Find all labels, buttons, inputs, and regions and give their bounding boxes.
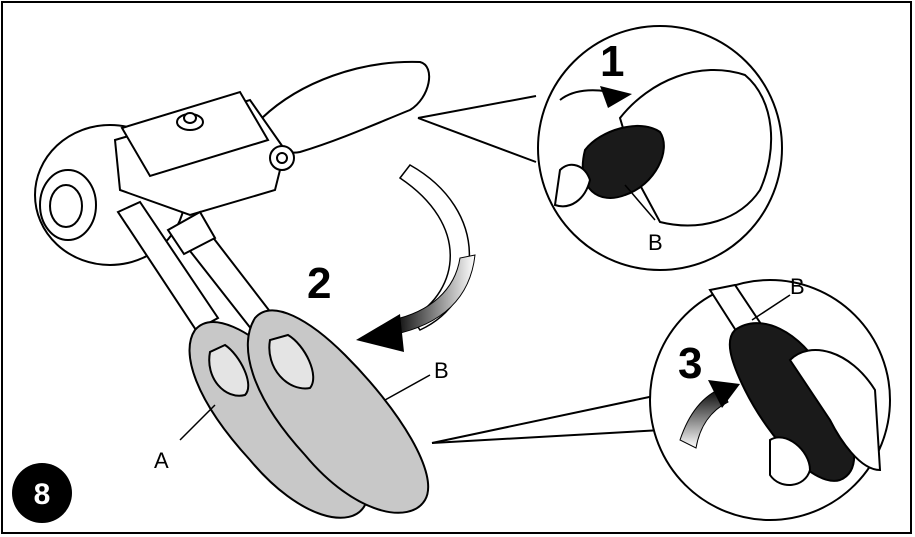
leader-a	[179, 404, 216, 441]
callout-line-top-1	[417, 95, 537, 119]
step-2-label: 2	[307, 259, 331, 308]
leader-detail-top-b	[624, 184, 656, 221]
detail-top-hand	[618, 68, 773, 227]
quick-release-plate	[120, 90, 270, 178]
figure-number: 8	[34, 478, 51, 511]
grip-a-recess	[208, 343, 250, 397]
label-detail-top-b: B	[648, 230, 663, 255]
rotate-arrow-2-head	[356, 314, 404, 352]
leader-b	[384, 374, 431, 401]
label-a: A	[154, 448, 169, 473]
detail-bottom-grip	[728, 322, 856, 482]
handle-b-collar	[166, 210, 217, 256]
label-detail-bottom-b: B	[790, 274, 805, 299]
label-leaders	[179, 184, 791, 441]
plate-lock-hole	[276, 152, 288, 164]
plate-screw-inner	[183, 112, 197, 124]
detail-top-fingers	[553, 163, 592, 208]
callout-line-top-2	[417, 117, 537, 163]
handles	[116, 200, 430, 519]
detail-bottom-thumb	[788, 349, 882, 472]
tripod-head	[34, 60, 430, 266]
step-1-arrowhead	[600, 86, 632, 108]
step-1-label: 1	[600, 37, 624, 86]
rotate-arrow-3	[679, 380, 740, 449]
detail-top-grip	[581, 124, 665, 199]
handle-a-shaft	[116, 200, 220, 332]
leader-detail-bottom-b	[751, 294, 791, 321]
grip-b-recess	[268, 333, 315, 390]
step-3-label: 3	[678, 339, 702, 388]
hand-outline	[260, 60, 430, 154]
callout-line-bottom-1	[431, 395, 655, 444]
ball-side-knob-inner	[49, 184, 83, 228]
rotate-arrow-3-head	[708, 380, 740, 408]
detail-top	[417, 25, 783, 271]
detail-bottom-finger	[769, 436, 812, 486]
figure-number-badge	[12, 463, 72, 523]
rotate-arrow-2	[356, 164, 476, 352]
callout-line-bottom-2	[431, 429, 663, 444]
detail-bottom	[431, 279, 891, 521]
label-b: B	[434, 358, 449, 383]
